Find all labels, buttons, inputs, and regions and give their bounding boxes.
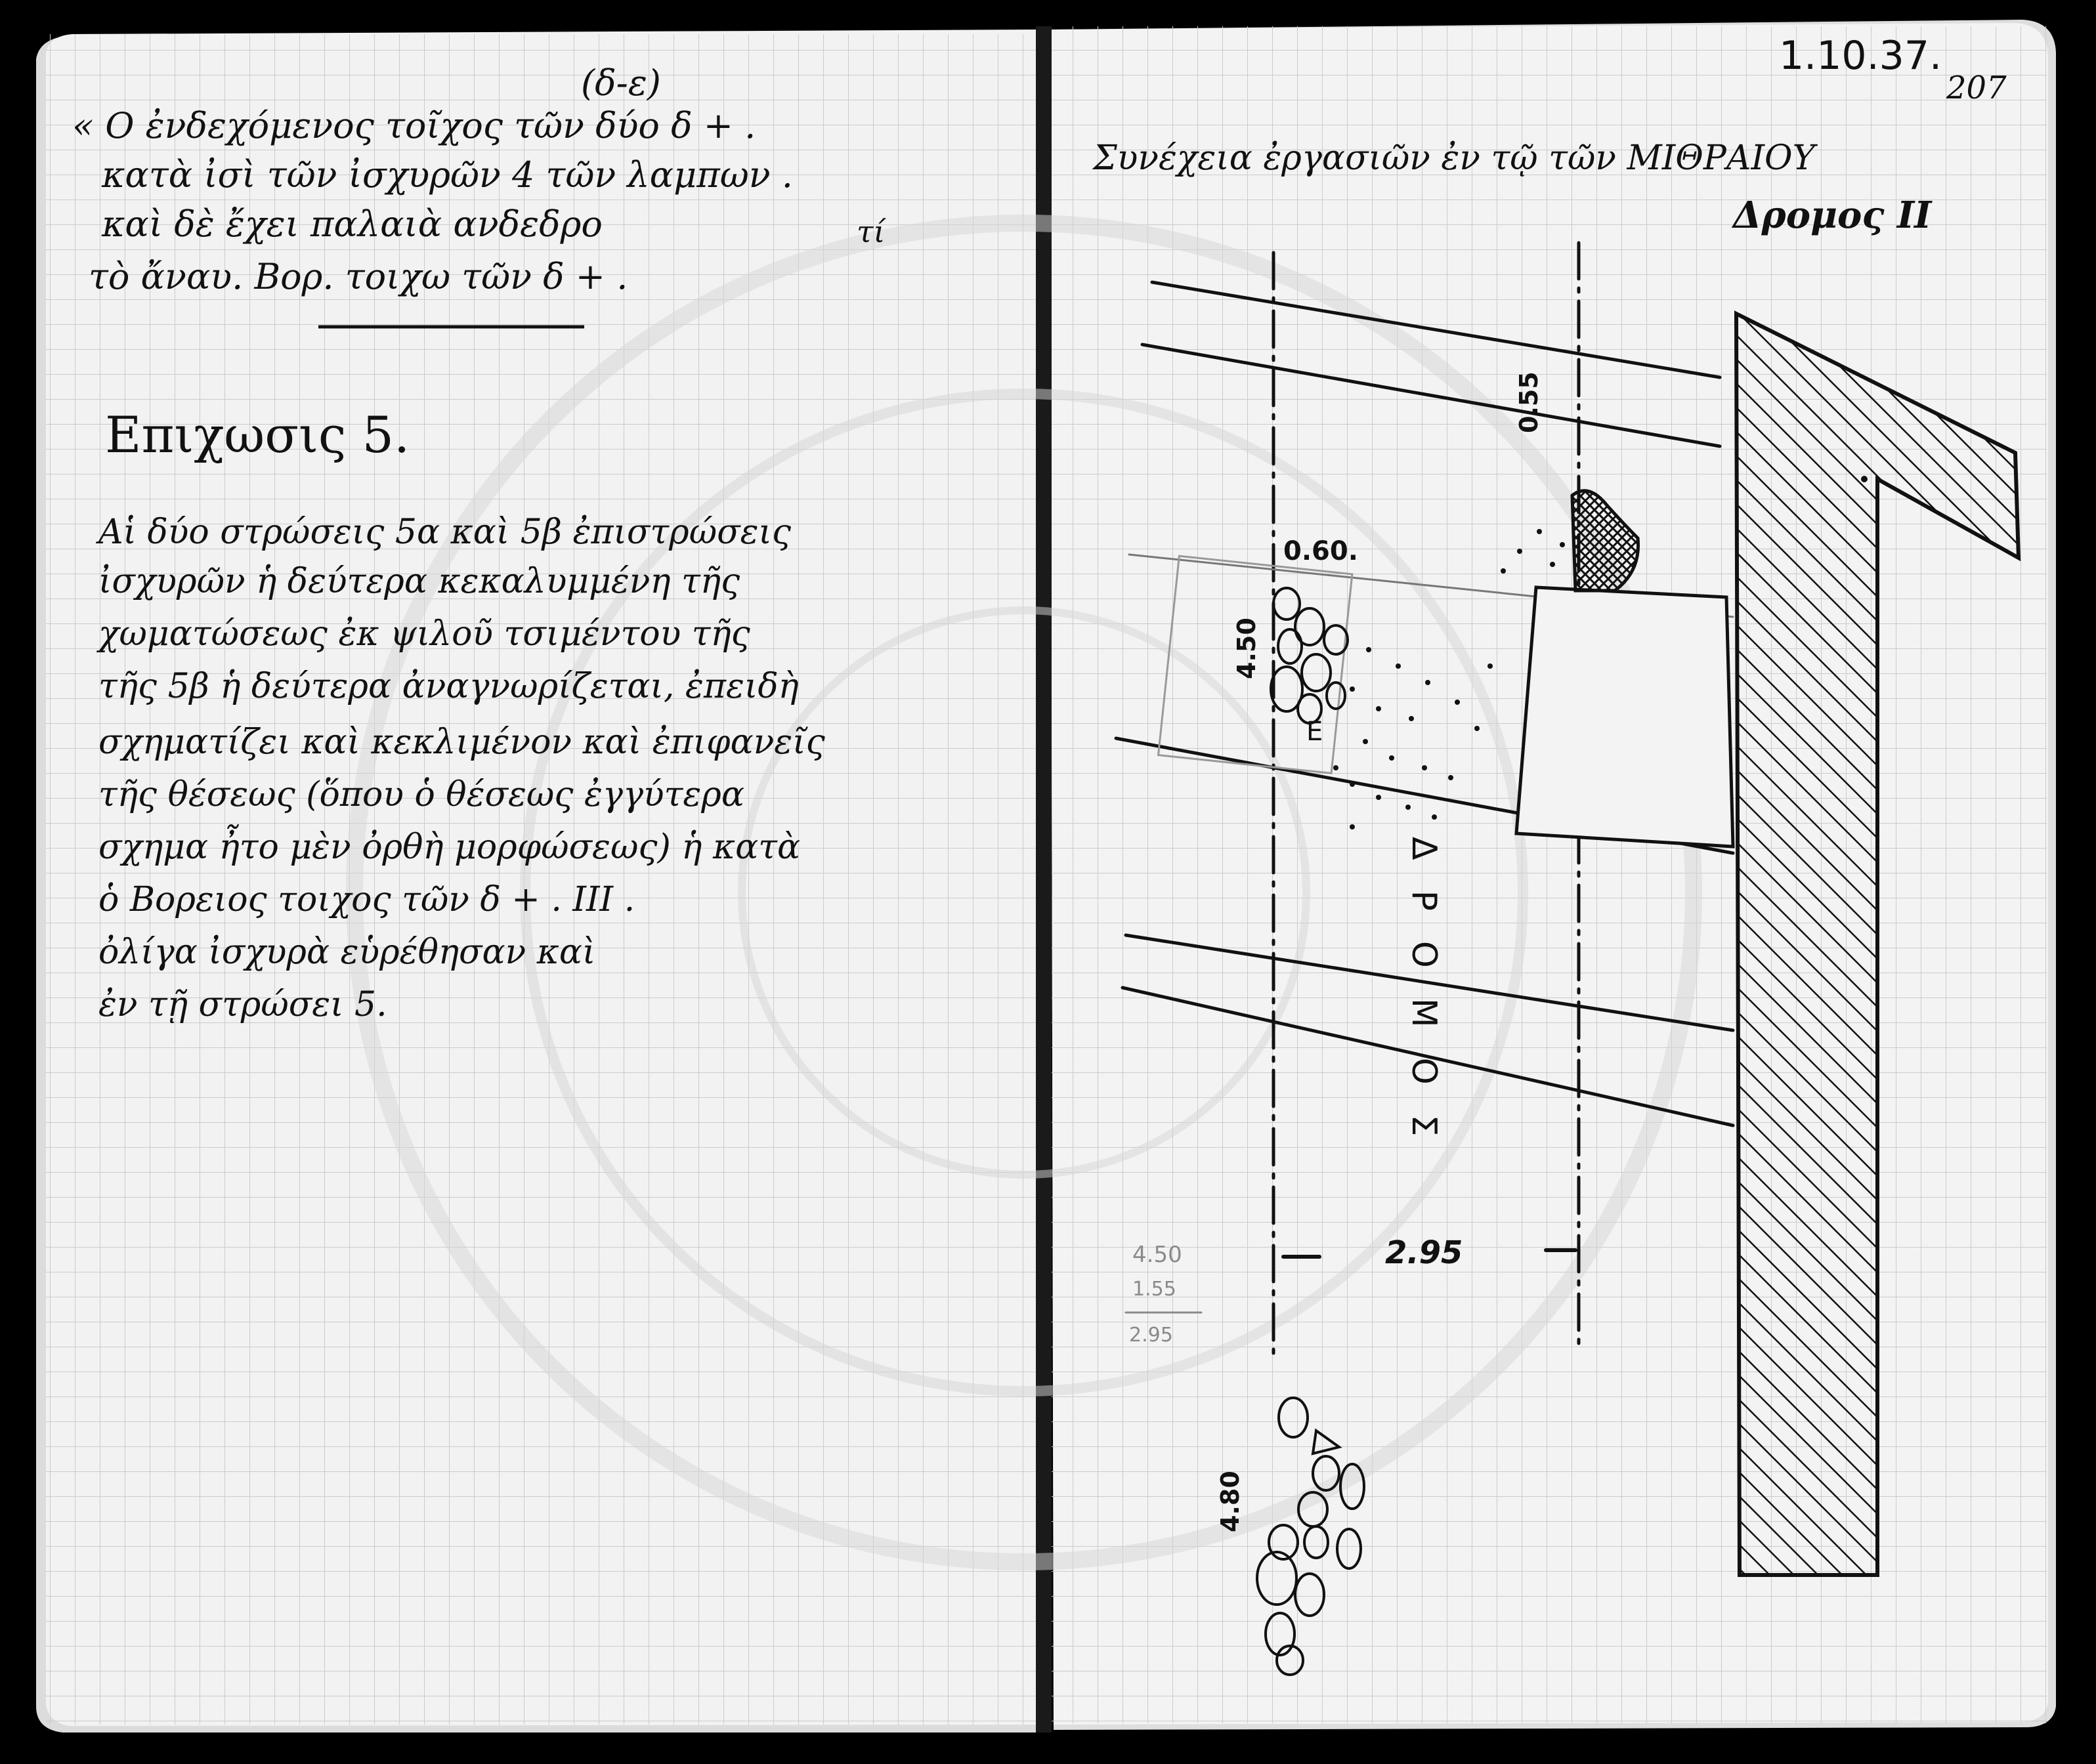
entry-date: 1.10.37. bbox=[1779, 33, 1942, 79]
trench-sketch bbox=[1114, 241, 2021, 1676]
dimension-0-55: 0.55 bbox=[1514, 371, 1543, 433]
entry-subtitle: Δρομος II bbox=[1733, 194, 1932, 237]
page-number: 207 bbox=[1946, 70, 2007, 106]
body-line-3: χωματώσεως ἐκ ψιλοῦ τσιμέντου τῆς bbox=[98, 614, 750, 654]
road-label: ΔΡΟΜΟΣ bbox=[1404, 837, 1444, 1167]
body-line-7: σχημα ἦτο μὲν ὀρθὴ μορφώσεως) ἡ κατὰ bbox=[98, 828, 801, 867]
note-line-4: τὸ ἄναυ. Βορ. τοιχω τῶν δ + . bbox=[89, 256, 628, 297]
body-line-5: σχηματίζει καὶ κεκλιμένον καὶ ἐπιφανεῖς bbox=[98, 723, 825, 762]
note-line-2: κατὰ ἰσὶ τῶν ἰσχυρῶν 4 τῶν λαμπων . bbox=[102, 154, 793, 196]
body-line-8: ὁ Βορειος τοιχος τῶν δ + . III . bbox=[98, 880, 635, 919]
dimension-2-95: 2.95 bbox=[1385, 1234, 1463, 1271]
dimension-4-80: 4.80 bbox=[1216, 1471, 1245, 1532]
section-heading: Επιχωσις 5. bbox=[105, 406, 410, 464]
pencil-sum-line-2: 1.55 bbox=[1132, 1278, 1176, 1301]
body-line-1: Αἱ δύο στρώσεις 5α καὶ 5β ἐπιστρώσεις bbox=[98, 513, 792, 552]
entry-title: Συνέχεια ἐργασιῶν ἐν τῷ τῶν ΜΙΘΡΑΙΟΥ bbox=[1093, 138, 1815, 178]
note-marginal: τί bbox=[857, 214, 886, 249]
body-line-6: τῆς θέσεως (ὅπου ὁ θέσεως ἐγγύτερα bbox=[98, 775, 744, 814]
body-line-4: τῆς 5β ἡ δεύτερα ἀναγνωρίζεται, ἐπειδὴ bbox=[98, 667, 799, 706]
note-line-1: « Ο ἐνδεχόμενος τοῖχος τῶν δύο δ + . bbox=[72, 105, 756, 146]
stamp-watermark bbox=[346, 215, 1702, 1570]
body-line-2: ἰσχυρῶν ἡ δεύτερα κεκαλυμμένη τῆς bbox=[98, 562, 740, 601]
pencil-sum-line-1: 4.50 bbox=[1132, 1242, 1182, 1268]
dimension-4-50: 4.50 bbox=[1232, 618, 1261, 679]
body-line-10: ἐν τῇ στρώσει 5. bbox=[98, 985, 387, 1024]
note-superscript: (δ-ε) bbox=[581, 62, 661, 104]
dimension-0-60: 0.60. bbox=[1283, 536, 1358, 566]
body-line-9: ὀλίγα ἰσχυρὰ εὑρέθησαν καὶ bbox=[98, 933, 596, 972]
pencil-sum-line-3: 2.95 bbox=[1129, 1324, 1173, 1347]
spine-gutter bbox=[1036, 26, 1052, 1732]
label-e: E bbox=[1306, 717, 1323, 747]
note-line-3: καὶ δὲ ἔχει παλαιὰ ανδεδρο bbox=[102, 203, 603, 245]
